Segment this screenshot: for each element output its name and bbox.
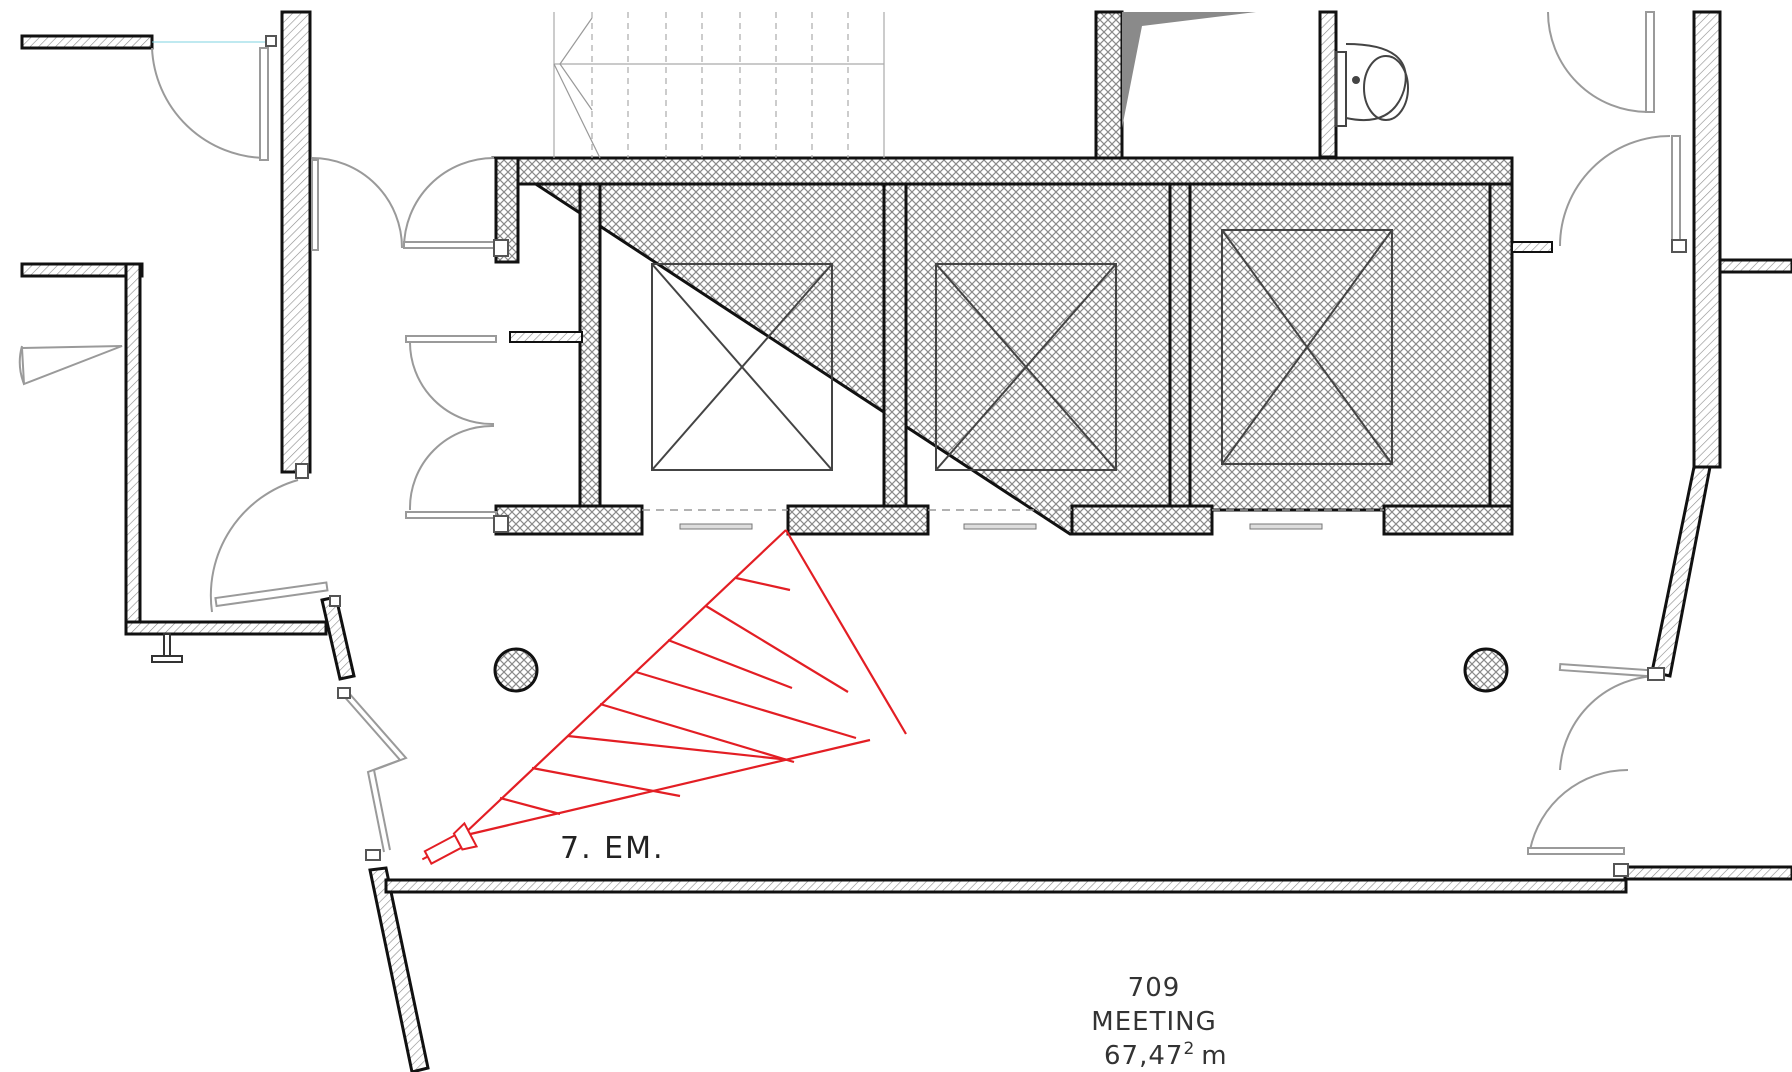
room-number: 709 — [1128, 973, 1181, 1003]
camera-label: 7. EM. — [560, 831, 665, 866]
room-area-value: 67,47 — [1104, 1041, 1183, 1071]
elevator-3 — [1221, 229, 1393, 465]
security-camera-icon — [421, 821, 479, 865]
elevator-sills — [679, 523, 1323, 530]
wall-stubs — [509, 241, 1553, 343]
room-area-sup: 2 — [1183, 1039, 1195, 1059]
core-walls — [494, 10, 1514, 536]
round-column-icon — [493, 647, 539, 693]
ramp-wedge — [1122, 12, 1256, 128]
left-walls — [20, 10, 1792, 881]
diagonal-wall-bottom — [368, 866, 430, 1072]
staircase — [553, 12, 885, 159]
round-column-icon — [1463, 647, 1509, 693]
elevator-shaft-icon — [1221, 229, 1393, 465]
room-area-unit: m — [1201, 1041, 1227, 1071]
elevator-1 — [651, 263, 833, 471]
camera-view-cone — [461, 529, 907, 838]
elevator-shaft-icon — [935, 263, 1117, 471]
elevator-shaft-icon — [651, 263, 833, 471]
diagonal-wall-left — [320, 595, 356, 681]
diagonal-wall-right — [1650, 465, 1712, 678]
elevator-2 — [935, 263, 1117, 471]
door-hinges — [265, 35, 1687, 877]
wall-support — [151, 633, 183, 663]
washbasin-icon — [1335, 43, 1409, 127]
corridor-wall-bottom — [384, 878, 1628, 894]
room-name: MEETING — [1091, 1007, 1216, 1037]
